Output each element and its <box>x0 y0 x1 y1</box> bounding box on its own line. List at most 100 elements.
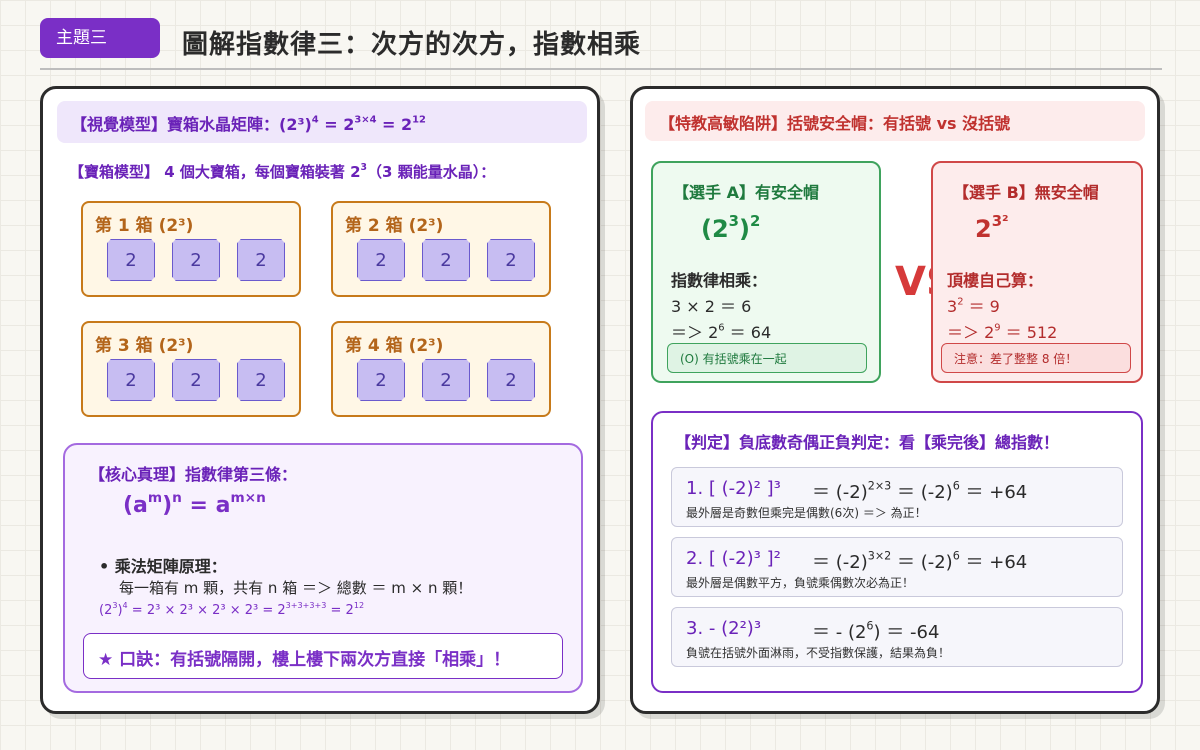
crystal: 2 <box>422 239 470 281</box>
crystal: 2 <box>107 239 155 281</box>
eq-a: ＝ (-2) <box>812 552 868 573</box>
pa-close: ) <box>739 215 750 243</box>
eq-b-exp: 6 <box>952 549 960 563</box>
player-b-title: 【選手 B】無安全帽 <box>953 183 1099 202</box>
multiplication-principle-text: 每一箱有 m 顆，共有 n 箱 ＝＞ 總數 ＝ m × n 顆！ <box>119 579 473 597</box>
judgement-row-1: 1. [ (-2)² ]³ ＝ (-2)2×3 ＝ (-2)6 ＝ +64 最外… <box>671 467 1123 527</box>
header-label: 【視覺模型】寶箱水晶矩陣： <box>71 115 280 134</box>
player-a-card: 【選手 A】有安全帽 (23)2 指數律相乘： 3 × 2 ＝ 6 ＝＞ 26 … <box>651 161 881 383</box>
mnemonic-box: ★ 口訣：有括號隔開，樓上樓下兩次方直接「相乘」！ <box>83 633 563 679</box>
row-equation: ＝ (-2)3×2 ＝ (-2)6 ＝ +64 <box>812 548 1027 574</box>
crystal: 2 <box>237 239 285 281</box>
player-b-step1: 頂樓自己算： <box>947 271 1044 290</box>
header-base: (2³) <box>279 115 312 134</box>
model-exponent: 3 <box>360 162 368 174</box>
row-expression: 3. - (2²)³ <box>686 618 762 639</box>
row-description: 負號在括號外面淋雨，不受指數保護，結果為負！ <box>686 646 951 660</box>
pa-s3-post: ＝ 64 <box>724 323 772 342</box>
formula-mn: m×n <box>230 489 266 506</box>
topic-badge: 主題三 <box>40 18 160 58</box>
ex-3: 3 <box>112 600 118 610</box>
visual-model-header: 【視覺模型】寶箱水晶矩陣：(2³)4 = 23×4 = 212 <box>57 101 587 143</box>
row-expression: 2. [ (-2)³ ]² <box>686 548 781 569</box>
model-prefix: 【寶箱模型】 4 個大寶箱，每個寶箱裝著 2 <box>69 163 361 181</box>
formula-eq: = a <box>181 493 231 518</box>
player-b-card: 【選手 B】無安全帽 23² 頂樓自己算： 32 ＝ 9 ＝＞ 29 ＝ 512… <box>931 161 1143 383</box>
player-a-formula: (23)2 <box>701 211 761 243</box>
pa-3: 3 <box>728 211 740 230</box>
header-exponent: 4 <box>311 114 319 126</box>
pb-exp: 3² <box>991 211 1009 230</box>
treasure-box-2: 第 2 箱 (2³) 2 2 2 <box>331 201 551 297</box>
player-b-note: 注意：差了整整 8 倍！ <box>941 343 1131 373</box>
row-expression: 1. [ (-2)² ]³ <box>686 478 781 499</box>
pb-s3-pre: ＝＞ 2 <box>947 323 995 342</box>
player-b-step3: ＝＞ 29 ＝ 512 <box>947 319 1057 343</box>
pb-base: 2 <box>975 215 992 243</box>
eq-b: ＝ (-2) <box>891 552 953 573</box>
pb-s3-post: ＝ 512 <box>1000 323 1058 342</box>
visual-model-panel: 【視覺模型】寶箱水晶矩陣：(2³)4 = 23×4 = 212 【寶箱模型】 4… <box>40 86 600 714</box>
player-a-note: (O) 有括號乘在一起 <box>667 343 867 373</box>
crystal: 2 <box>107 359 155 401</box>
crystal: 2 <box>487 239 535 281</box>
model-suffix: （3 顆能量水晶）： <box>367 163 496 181</box>
pb-s2-pre: 3 <box>947 297 958 316</box>
judgement-title: 【判定】負底數奇偶正負判定：看【乘完後】總指數！ <box>675 433 1060 452</box>
ex-4: 4 <box>122 600 128 610</box>
crystal: 2 <box>172 359 220 401</box>
box-label: 第 2 箱 (2³) <box>345 216 444 236</box>
header-mid: = 2 <box>318 115 355 134</box>
row-equation: ＝ (-2)2×3 ＝ (-2)6 ＝ +64 <box>812 478 1027 504</box>
formula-close: ) <box>162 493 173 518</box>
eq-a: ＝ (-2) <box>812 482 868 503</box>
row-description: 最外層是偶數平方，負號乘偶數次必為正！ <box>686 576 915 590</box>
crystal: 2 <box>172 239 220 281</box>
crystal: 2 <box>357 239 405 281</box>
eq-a-exp: 2×3 <box>867 479 892 493</box>
box-label: 第 3 箱 (2³) <box>95 336 194 356</box>
core-truth-title: 【核心真理】指數律第三條： <box>89 465 298 484</box>
crystal: 2 <box>487 359 535 401</box>
crystal: 2 <box>357 359 405 401</box>
ex-mid: = 2³ × 2³ × 2³ × 2³ = 2 <box>127 603 286 618</box>
expansion-example: (23)4 = 2³ × 2³ × 2³ × 2³ = 23+3+3+3 = 2… <box>99 600 365 618</box>
pa-s3-exp: 6 <box>718 322 725 334</box>
treasure-box-4: 第 4 箱 (2³) 2 2 2 <box>331 321 551 417</box>
core-truth-box: 【核心真理】指數律第三條： (am)n = am×n • 乘法矩陣原理： 每一箱… <box>63 443 583 693</box>
player-b-step2: 32 ＝ 9 <box>947 293 1000 317</box>
trap-header: 【特教高敏陷阱】括號安全帽：有括號 vs 沒括號 <box>645 101 1145 141</box>
header-end: = 2 <box>376 115 413 134</box>
title-divider <box>40 68 1162 70</box>
judgement-row-3: 3. - (2²)³ ＝ - (26) ＝ -64 負號在括號外面淋雨，不受指數… <box>671 607 1123 667</box>
treasure-box-1: 第 1 箱 (2³) 2 2 2 <box>81 201 301 297</box>
pa-2: 2 <box>750 211 761 230</box>
eq-a-exp: 6 <box>866 619 874 633</box>
player-a-title: 【選手 A】有安全帽 <box>673 183 819 202</box>
ex-12: 12 <box>353 600 365 610</box>
treasure-box-3: 第 3 箱 (2³) 2 2 2 <box>81 321 301 417</box>
ex-sum: 3+3+3+3 <box>285 600 327 610</box>
eq-b: ＝ (-2) <box>891 482 953 503</box>
box-label: 第 1 箱 (2³) <box>95 216 194 236</box>
pb-s2-exp: 2 <box>957 296 964 308</box>
box-label: 第 4 箱 (2³) <box>345 336 444 356</box>
header-mid-exponent: 3×4 <box>354 114 377 126</box>
formula-m: m <box>147 489 163 506</box>
judgement-row-2: 2. [ (-2)³ ]² ＝ (-2)3×2 ＝ (-2)6 ＝ +64 最外… <box>671 537 1123 597</box>
eq-c: ＝ -64 <box>880 622 940 643</box>
eq-a-exp: 3×2 <box>867 549 892 563</box>
judgement-box: 【判定】負底數奇偶正負判定：看【乘完後】總指數！ 1. [ (-2)² ]³ ＝… <box>651 411 1143 693</box>
pb-s2-post: ＝ 9 <box>963 297 1000 316</box>
eq-b: ) <box>873 622 881 643</box>
multiplication-principle-title: • 乘法矩陣原理： <box>99 557 227 576</box>
power-rule-formula: (am)n = am×n <box>123 489 266 518</box>
eq-a: ＝ - (2 <box>812 622 867 643</box>
formula-n: n <box>172 489 182 506</box>
ex-eq: = 2 <box>326 603 354 618</box>
pa-s3-pre: ＝＞ 2 <box>671 323 719 342</box>
player-a-step1: 指數律相乘： <box>671 271 768 290</box>
row-equation: ＝ - (26) ＝ -64 <box>812 618 939 644</box>
pb-s3-exp: 9 <box>994 322 1001 334</box>
player-b-formula: 23² <box>975 211 1009 243</box>
